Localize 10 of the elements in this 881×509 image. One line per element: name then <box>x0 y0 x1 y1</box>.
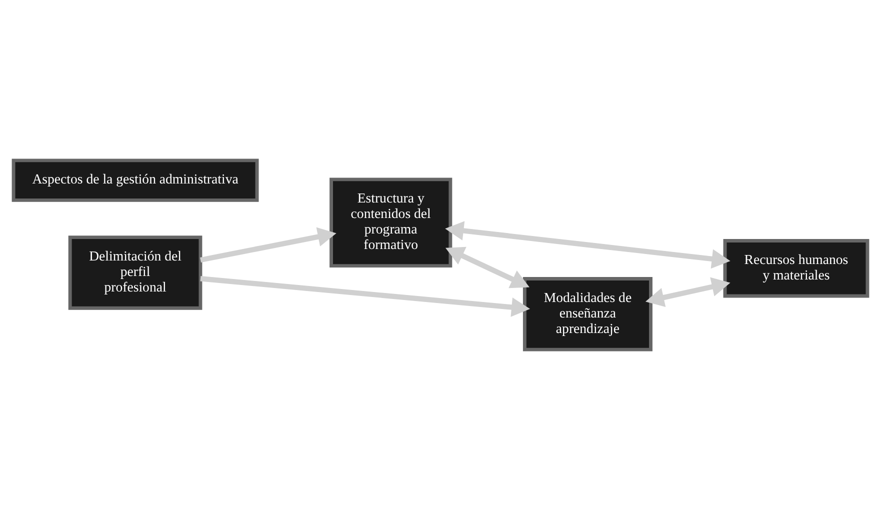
node-box: Aspectos de la gestión administrativa <box>12 158 259 202</box>
node-box: Estructura y contenidos del programa formativo <box>330 177 452 268</box>
node-box: Delimitación del perfil profesional <box>68 235 202 310</box>
arrow <box>200 276 530 316</box>
arrow <box>445 246 530 288</box>
arrow <box>645 276 730 307</box>
node-box: Modalidades de enseñanza aprendizaje <box>522 276 652 351</box>
arrow <box>200 226 336 262</box>
node-box: Recursos humanos y materiales <box>723 238 870 298</box>
arrow <box>445 220 730 268</box>
